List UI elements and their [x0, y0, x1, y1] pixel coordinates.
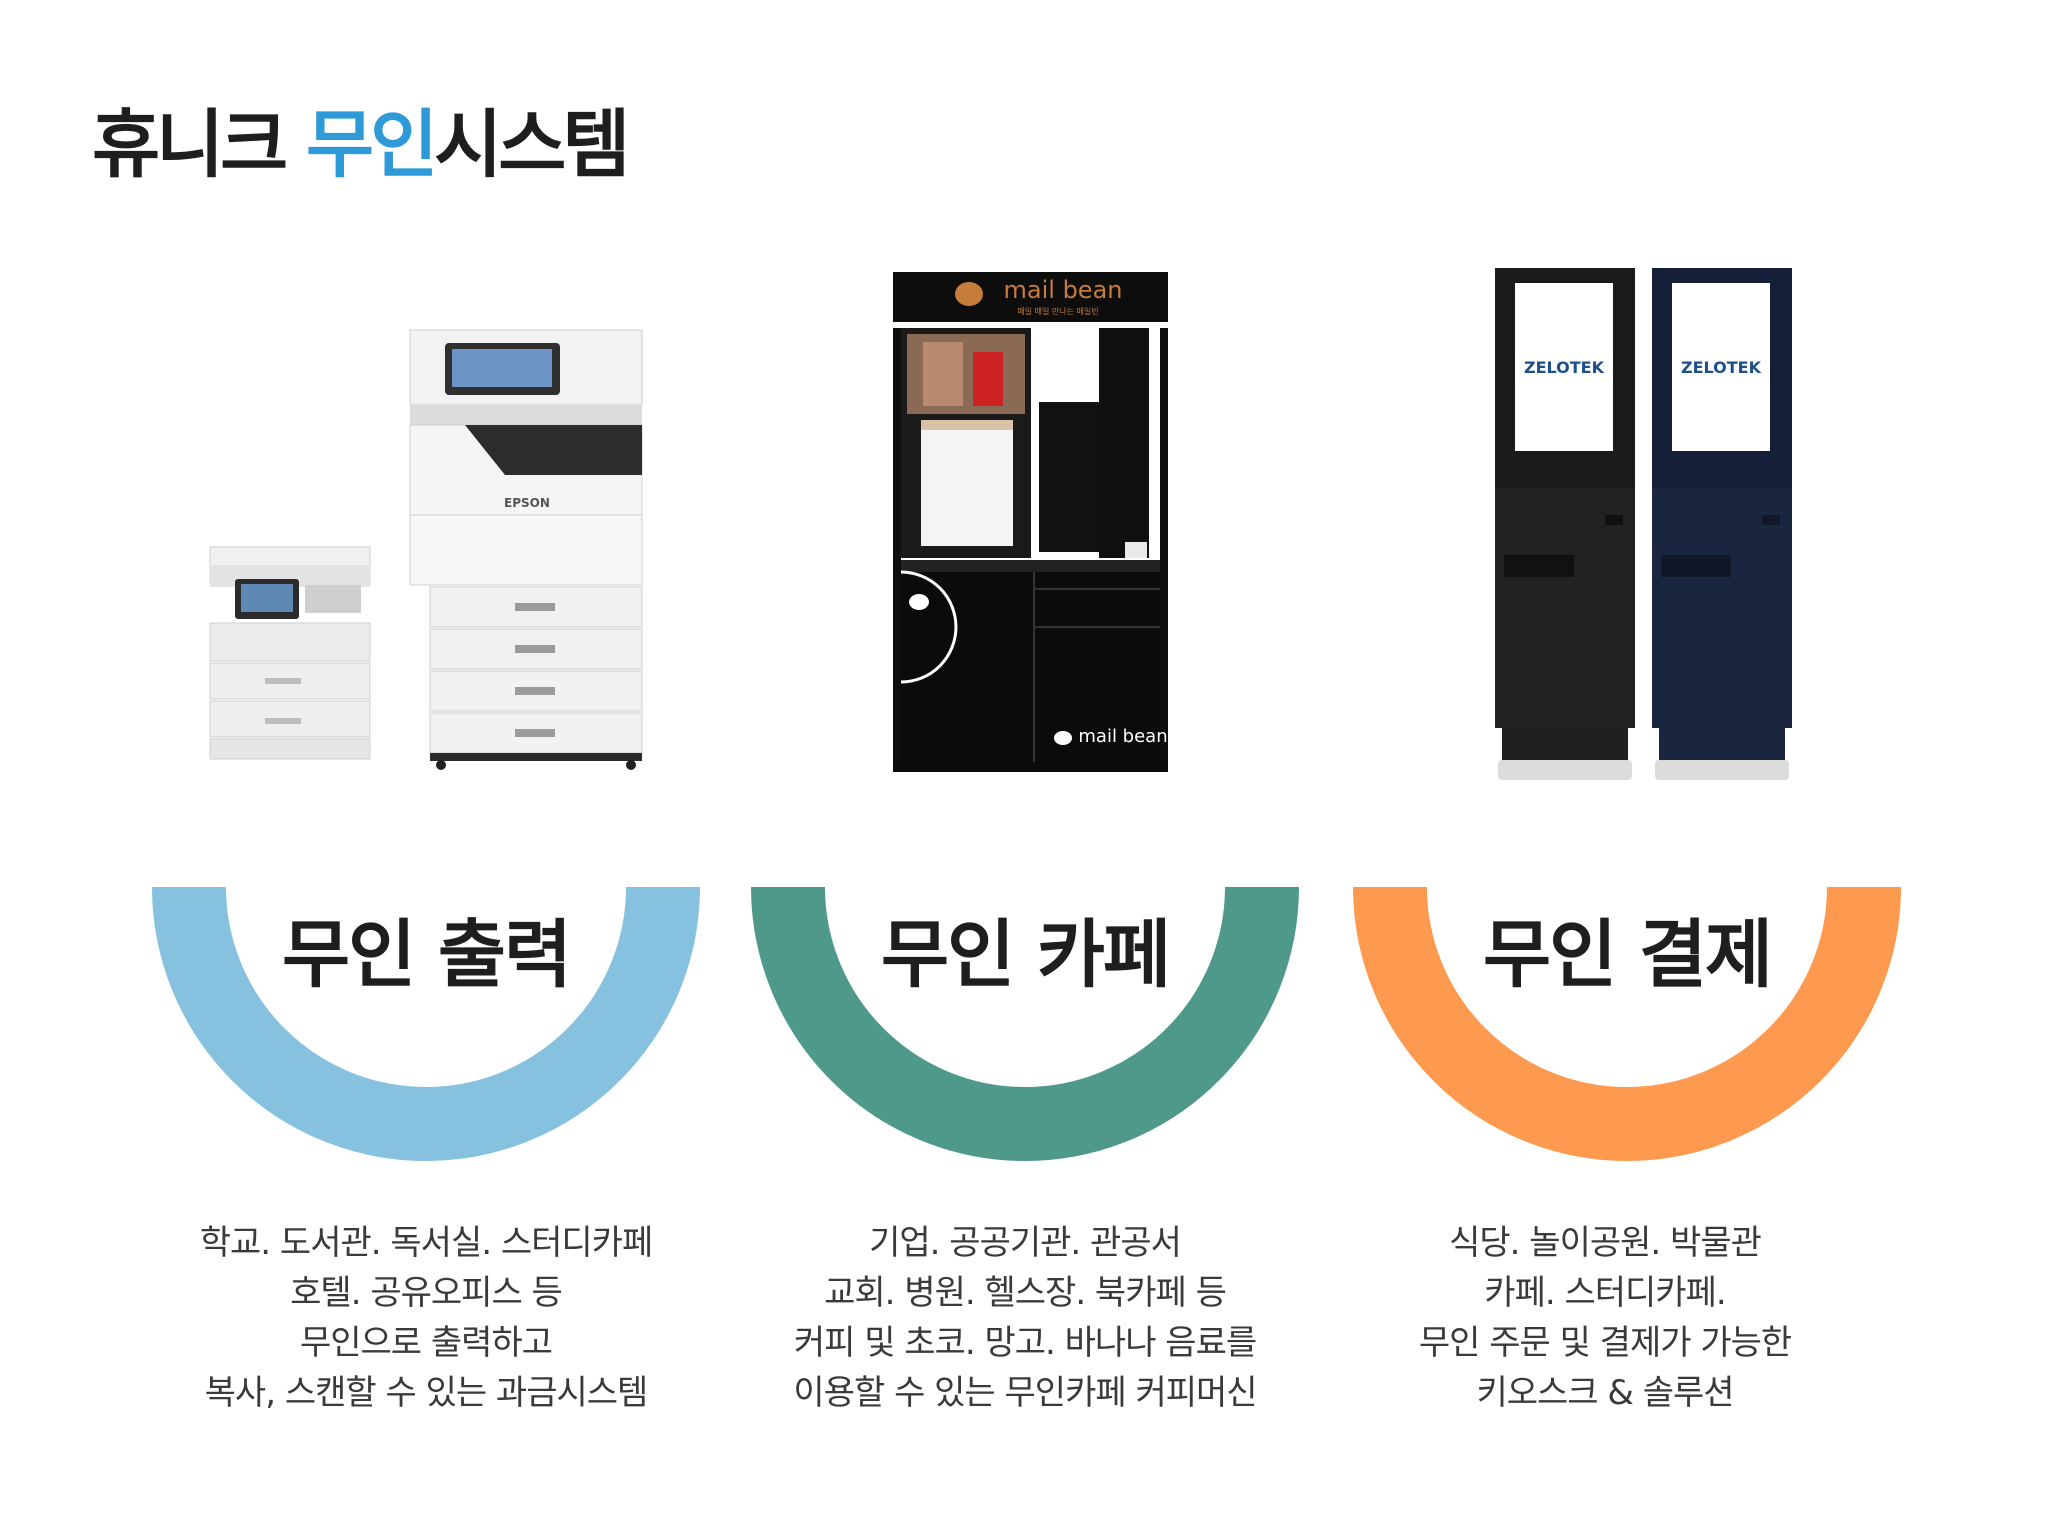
kiosk-brand-1: ZELOTEK [1524, 358, 1605, 377]
kiosk-brand-2: ZELOTEK [1681, 358, 1762, 377]
cafe-machine-image: mail bean 매일 매일 만나는 메일빈 mail bean [893, 272, 1168, 772]
print-line-4: 복사, 스캔할 수 있는 과금시스템 [204, 1373, 649, 1413]
title-highlight: 무인 [306, 102, 438, 188]
section-cafe-description: 기업. 공공기관. 관공서 교회. 병원. 헬스장. 북카페 등 커피 및 초코… [725, 1218, 1325, 1418]
cafe-brand-bottom: mail bean [1078, 726, 1167, 747]
printer-image: EPSON [209, 329, 643, 770]
section-cafe-label: 무인 카페 [880, 912, 1171, 998]
cafe-line-1: 기업. 공공기관. 관공서 [869, 1223, 1182, 1263]
cafe-line-3: 커피 및 초코. 망고. 바나나 음료를 [793, 1323, 1257, 1363]
print-line-1: 학교. 도서관. 독서실. 스터디카페 [199, 1223, 654, 1263]
cafe-line-2: 교회. 병원. 헬스장. 북카페 등 [824, 1273, 1227, 1313]
print-line-3: 무인으로 출력하고 [299, 1323, 553, 1363]
cafe-tagline: 매일 매일 만나는 메일빈 [1017, 307, 1098, 316]
section-pay-label: 무인 결제 [1482, 912, 1773, 998]
pay-line-4: 키오스크 & 솔루션 [1476, 1373, 1734, 1413]
section-print-description: 학교. 도서관. 독서실. 스터디카페 호텔. 공유오피스 등 무인으로 출력하… [126, 1218, 726, 1418]
title-part2: 시스템 [434, 102, 630, 188]
pay-line-3: 무인 주문 및 결제가 가능한 [1418, 1323, 1792, 1363]
print-arc [152, 887, 700, 1171]
cafe-brand: mail bean [1004, 276, 1123, 304]
print-line-2: 호텔. 공유오피스 등 [290, 1273, 563, 1313]
pay-line-2: 카페. 스터디카페. [1484, 1273, 1726, 1313]
kiosk-image: ZELOTEK ZELOTEK [1495, 268, 1792, 780]
cafe-arc [751, 887, 1299, 1171]
title-part1: 휴니크 [92, 102, 307, 188]
section-print-label: 무인 출력 [281, 912, 572, 998]
pay-line-1: 식당. 놀이공원. 박물관 [1449, 1223, 1762, 1263]
section-pay-description: 식당. 놀이공원. 박물관 카페. 스터디카페. 무인 주문 및 결제가 가능한… [1305, 1218, 1905, 1418]
printer-brand: EPSON [504, 496, 550, 510]
pay-arc [1353, 887, 1901, 1171]
page-title: 휴니크 무인시스템 [92, 108, 630, 182]
cafe-line-4: 이용할 수 있는 무인카페 커피머신 [793, 1373, 1257, 1413]
